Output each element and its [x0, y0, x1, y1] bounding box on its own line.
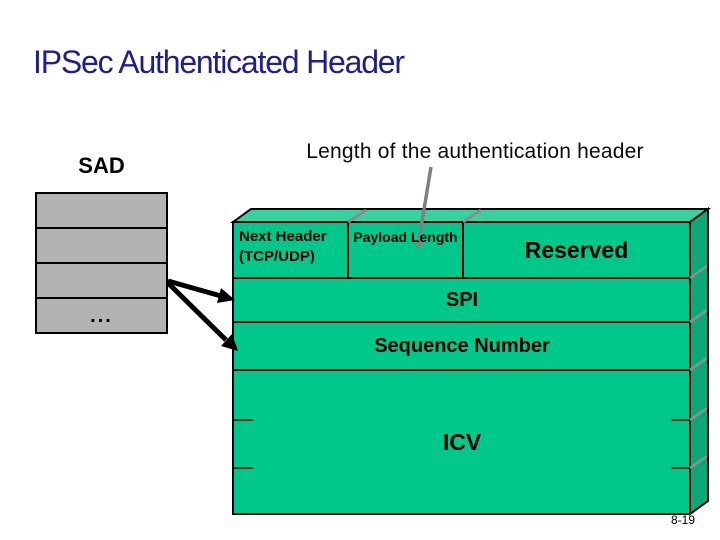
field-sequence-number: Sequence Number: [374, 334, 550, 357]
sad-to-seq-arrowhead: [221, 334, 238, 351]
sad-row: [37, 229, 166, 264]
ah-box-side-face: [689, 207, 709, 516]
sad-label: SAD: [78, 153, 125, 178]
side-edge-mark: [689, 406, 708, 422]
page-number: 8-19: [670, 513, 696, 527]
field-next-header-label: Next Header: [239, 228, 327, 245]
annotation-length-note: Length of the authentication header: [306, 140, 644, 163]
ah-box-front-face: [232, 221, 691, 515]
sad-to-spi-arrowhead: [217, 288, 235, 303]
side-edge-mark: [689, 454, 708, 470]
field-payload-length: Payload Length: [353, 229, 458, 245]
top-edge-mark: [347, 208, 367, 224]
field-next-header: Next Header (TCP/UDP): [239, 227, 345, 267]
sad-to-spi-arrow: [167, 278, 222, 299]
annotation-callout-line: [417, 166, 433, 241]
side-edge-mark: [689, 308, 708, 324]
side-edge-mark: [689, 264, 708, 280]
sad-to-seq-arrow: [166, 281, 228, 342]
sad-ellipsis-text: ...: [90, 304, 113, 327]
sad-table: ...: [35, 192, 168, 334]
side-edge-mark: [689, 356, 708, 372]
field-spi: SPI: [445, 288, 479, 311]
field-icv: ICV: [442, 428, 482, 455]
sad-row-ellipsis: ...: [37, 299, 166, 332]
field-reserved: Reserved: [524, 236, 629, 263]
field-next-header-sublabel: (TCP/UDP): [239, 248, 315, 265]
top-edge-mark: [462, 208, 482, 224]
sad-row: [37, 194, 166, 229]
slide-title: IPSec Authenticated Header: [33, 44, 405, 80]
sad-row: [37, 264, 166, 299]
annotation-callout-arrowhead: [413, 239, 425, 249]
